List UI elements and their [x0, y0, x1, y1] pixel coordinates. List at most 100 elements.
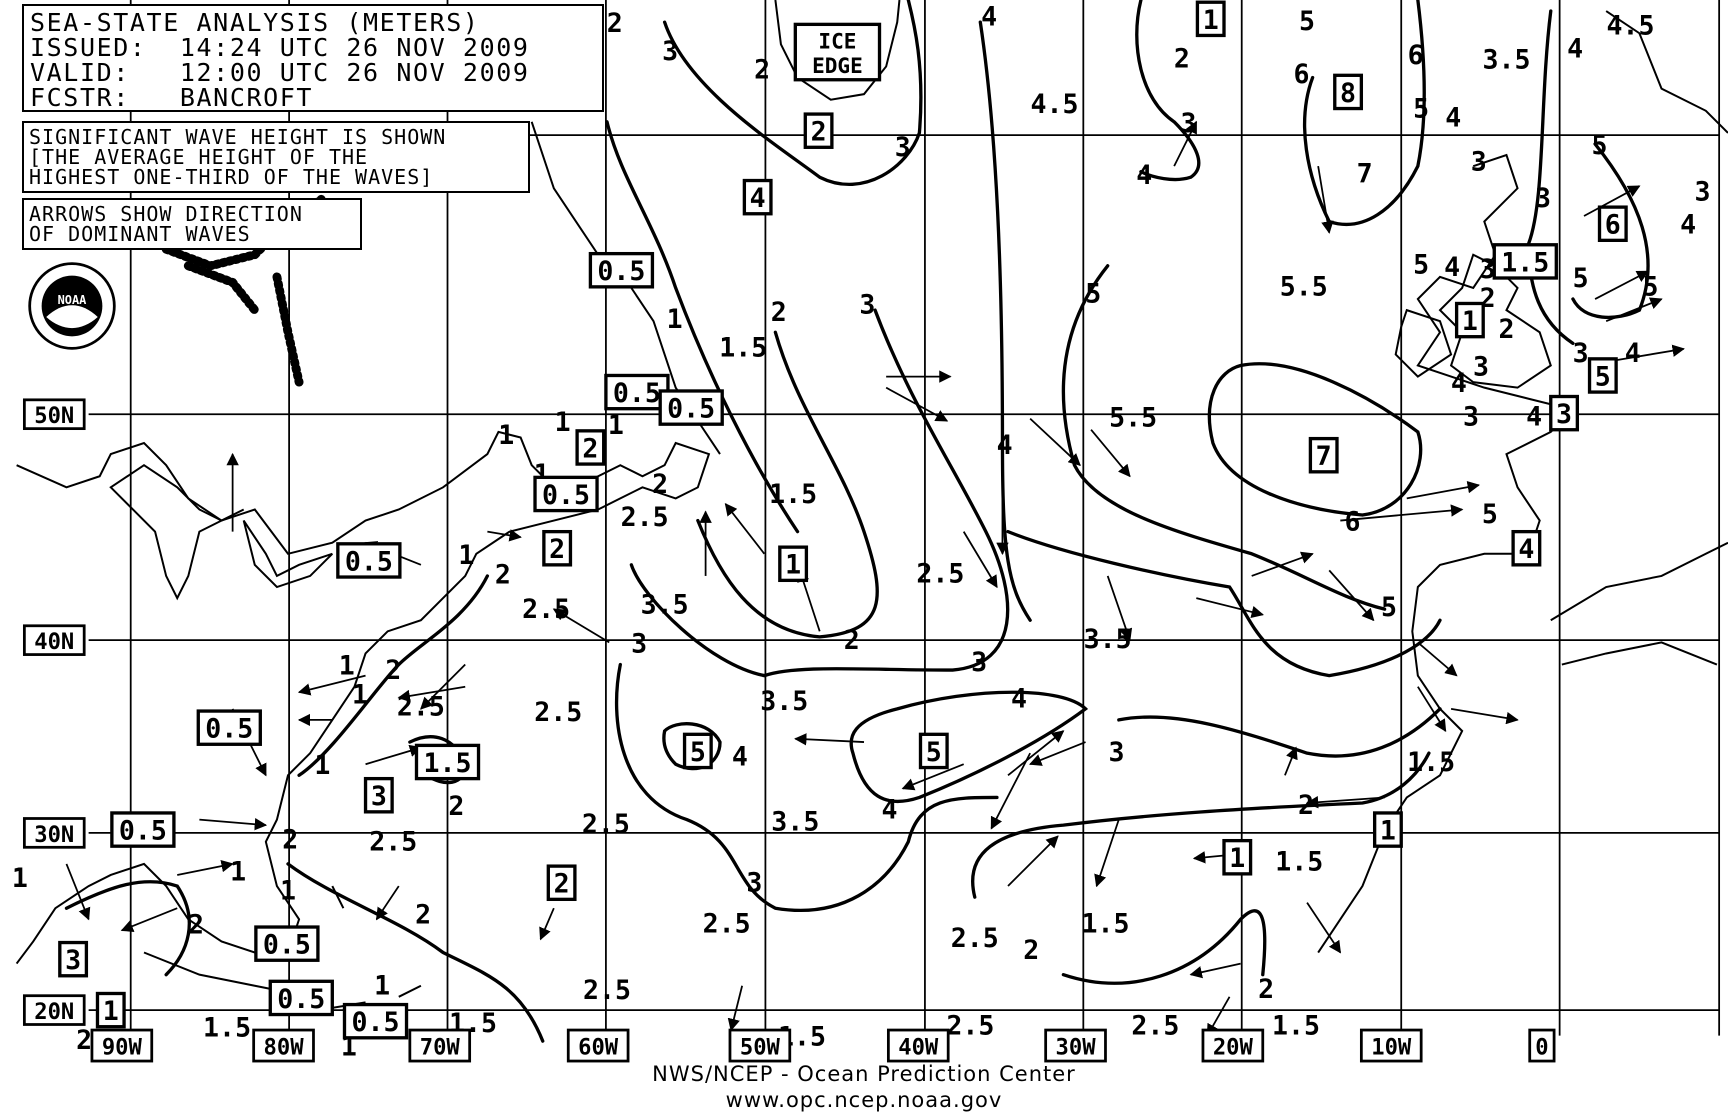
- extrema-label: 2: [803, 112, 834, 149]
- contour-value-label: 1: [314, 750, 330, 781]
- label-box: [1549, 394, 1580, 432]
- contour-value-label: 1.5: [1081, 909, 1129, 940]
- noaa-logo: NOAA: [28, 262, 116, 350]
- contour-line: [297, 574, 490, 777]
- contour-value-label: 1: [458, 540, 474, 571]
- wave-direction-arrow: [1583, 185, 1641, 217]
- extrema-label: 6: [1597, 205, 1628, 243]
- extrema-value: 0.5: [667, 394, 715, 425]
- extrema-value: 0.5: [597, 256, 645, 287]
- contour-line: [1302, 0, 1426, 226]
- extrema-value: 2: [549, 534, 565, 565]
- title-box: SEA-STATE ANALYSIS (METERS) ISSUED: 14:2…: [22, 4, 604, 112]
- contour-value-label: 5: [1085, 278, 1101, 309]
- contour-line: [1135, 0, 1201, 182]
- wave-direction-arrow: [1196, 597, 1264, 619]
- contour-value-label: 3: [746, 868, 762, 899]
- contour-value-label: 3.5: [771, 807, 819, 838]
- extrema-value: 6: [1605, 210, 1621, 241]
- contour-value-label: 4: [997, 430, 1013, 461]
- latitude-label: 30N: [22, 817, 86, 849]
- wave-direction-arrow: [1450, 707, 1519, 725]
- coastline-uk-ireland: [1394, 253, 1552, 389]
- extrema-label: 0.5: [196, 709, 262, 746]
- label-box: [803, 112, 834, 149]
- contour-value-label: 1: [352, 679, 368, 710]
- label-box: [1222, 838, 1253, 876]
- label-box: [342, 1002, 409, 1040]
- contour-value-label: 1.5: [1275, 847, 1323, 878]
- extrema-label: 2: [542, 529, 573, 567]
- contour-value-label: 3: [1181, 108, 1197, 139]
- contour-value-label: 4: [732, 741, 748, 772]
- extrema-label: 5: [1587, 357, 1618, 394]
- contour-value-label: 3: [1473, 351, 1489, 382]
- coastline-europe: [1317, 10, 1728, 954]
- wave-direction-arrow: [1617, 344, 1685, 361]
- wave-direction-arrow: [901, 763, 965, 791]
- wave-direction-arrow: [420, 663, 466, 710]
- extrema-label: 1: [1195, 0, 1226, 38]
- longitude-label: 20W: [1201, 1028, 1265, 1063]
- label-box: [196, 709, 262, 746]
- contour-value-label: 2: [771, 297, 787, 328]
- issued-time: ISSUED: 14:24 UTC 26 NOV 2009: [30, 33, 530, 62]
- wave-direction-arrow: [1306, 902, 1342, 954]
- wave-direction-arrow: [65, 863, 91, 921]
- extrema-value: 4: [1518, 534, 1534, 565]
- contour-value-label: 3: [1695, 176, 1711, 207]
- wave-direction-arrow: [539, 907, 555, 941]
- extrema-label: 4: [742, 178, 773, 216]
- wave-direction-arrow: [365, 744, 423, 766]
- extrema-label: 1: [95, 991, 126, 1029]
- contour-value-label: 4: [1451, 368, 1467, 399]
- extrema-value: 1.5: [423, 748, 471, 779]
- contour-value-label: 2: [188, 910, 204, 941]
- contour-value-label: 2: [1023, 935, 1039, 966]
- note-line: OF DOMINANT WAVES: [29, 222, 251, 246]
- contour-line: [662, 0, 923, 186]
- extrema-label: 0.5: [254, 925, 320, 962]
- extrema-value: 5: [690, 737, 706, 768]
- extrema-label: 1: [1454, 301, 1485, 339]
- footer-url[interactable]: www.opc.ncep.noaa.gov: [725, 1088, 1003, 1112]
- extrema-label: 1: [778, 545, 809, 583]
- contour-line: [1006, 529, 1442, 678]
- extrema-value: 1: [1229, 843, 1245, 874]
- ice-edge-line2: EDGE: [812, 53, 863, 78]
- arrows-note: ARROWS SHOW DIRECTION OF DOMINANT WAVES: [22, 198, 362, 250]
- contour-value-label: 5: [1642, 272, 1658, 303]
- contour-value-label: 2.5: [951, 923, 999, 954]
- contour-line: [1526, 9, 1575, 346]
- wave-direction-arrow: [990, 752, 1031, 830]
- label-box: [1587, 357, 1618, 394]
- longitude-label: 80W: [252, 1028, 315, 1063]
- contour-value-label: 5: [1482, 499, 1498, 530]
- extrema-label: 3: [1549, 394, 1580, 432]
- extrema-label: 3: [363, 776, 394, 814]
- label-box: [1372, 811, 1403, 848]
- latitude-text: 20N: [34, 999, 74, 1025]
- map-title: SEA-STATE ANALYSIS (METERS): [30, 8, 480, 37]
- contour-value-label: 3.5: [1084, 624, 1132, 655]
- label-box: [1454, 301, 1485, 339]
- label-box: [658, 389, 724, 426]
- wave-direction-arrow: [375, 885, 400, 921]
- svg-text:NOAA: NOAA: [58, 293, 87, 307]
- extrema-value: 1.5: [1501, 247, 1549, 278]
- longitude-text: 80W: [264, 1034, 305, 1060]
- contour-value-label: 4.5: [1607, 10, 1655, 41]
- contour-value-label: 3: [1471, 147, 1487, 178]
- contour-value-label: 4: [881, 794, 897, 825]
- extrema-value: 0.5: [205, 714, 253, 745]
- longitude-text: 60W: [578, 1034, 619, 1060]
- contour-value-label: 2: [1298, 790, 1314, 821]
- contour-value-label: 6: [1294, 59, 1310, 90]
- longitude-text: 10W: [1371, 1034, 1412, 1060]
- contour-value-label: 1.5: [1272, 1010, 1320, 1041]
- wave-direction-arrow: [1417, 686, 1447, 733]
- contour-value-label: 1: [339, 651, 355, 682]
- label-box: [254, 925, 320, 962]
- label-box: [542, 529, 573, 567]
